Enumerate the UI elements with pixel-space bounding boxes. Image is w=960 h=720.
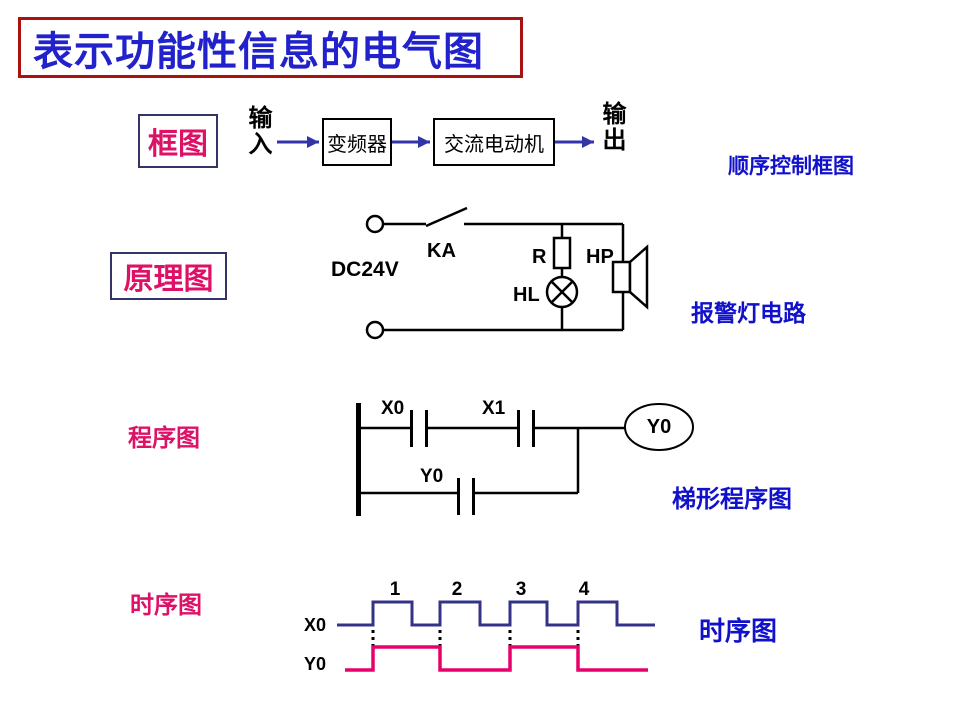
lamp-hl-label: HL <box>513 284 540 306</box>
block-box-ac-motor: 交流电动机 <box>433 118 555 166</box>
coil-y0-symbol <box>624 403 694 451</box>
resistor-symbol <box>552 236 572 270</box>
speaker-horn <box>628 244 649 310</box>
signal-y0-label: Y0 <box>304 654 327 674</box>
ladder-caption: 梯形程序图 <box>672 486 792 513</box>
speaker-body <box>611 260 632 294</box>
speaker-hp-label: HP <box>586 246 614 268</box>
pulse-number-4: 4 <box>578 579 590 600</box>
schematic-label-box: 原理图 <box>110 252 227 300</box>
lamp-cross <box>550 280 574 304</box>
block-diagram-arrows <box>277 136 594 148</box>
timing-diagram-drawing <box>337 600 655 672</box>
resistor-r-label: R <box>532 246 547 268</box>
block-diagram-caption: 顺序控制框图 <box>728 155 854 178</box>
contact-x0-label: X0 <box>381 398 405 419</box>
pulse-number-1: 1 <box>389 579 401 600</box>
schematic-caption: 报警灯电路 <box>691 300 806 326</box>
signal-x0-label: X0 <box>304 615 327 635</box>
terminal-top <box>365 214 385 234</box>
ladder-diagram-drawing <box>356 403 694 516</box>
page-title: 表示功能性信息的电气图 <box>33 28 484 74</box>
contact-x1-label: X1 <box>482 398 506 419</box>
switch-blade <box>425 206 468 228</box>
timing-diagram-label: 时序图 <box>130 593 202 619</box>
block-diagram-label: 框图 <box>148 128 208 161</box>
alarm-circuit-drawing <box>365 206 649 340</box>
terminal-bottom <box>365 320 385 340</box>
pulse-number-2: 2 <box>451 579 463 600</box>
relay-ka-label: KA <box>427 240 456 262</box>
coil-y0-label: Y0 <box>646 416 672 438</box>
pulse-number-3: 3 <box>515 579 527 600</box>
program-diagram-label: 程序图 <box>128 426 200 452</box>
block-diagram-label-box: 框图 <box>138 114 218 168</box>
waveform-x0 <box>337 600 655 627</box>
waveform-y0 <box>345 645 648 672</box>
block-input-label: 输入 <box>248 105 273 158</box>
block-output-label: 输出 <box>602 101 627 154</box>
dc24v-label: DC24V <box>331 258 399 281</box>
title-box: 表示功能性信息的电气图 <box>18 17 523 78</box>
block-box-ac-motor-label: 交流电动机 <box>444 133 544 156</box>
timing-caption: 时序图 <box>699 616 778 646</box>
block-box-inverter: 变频器 <box>322 118 392 166</box>
contact-y0-label: Y0 <box>420 466 444 487</box>
block-box-inverter-label: 变频器 <box>327 133 387 156</box>
schematic-label: 原理图 <box>123 263 214 296</box>
